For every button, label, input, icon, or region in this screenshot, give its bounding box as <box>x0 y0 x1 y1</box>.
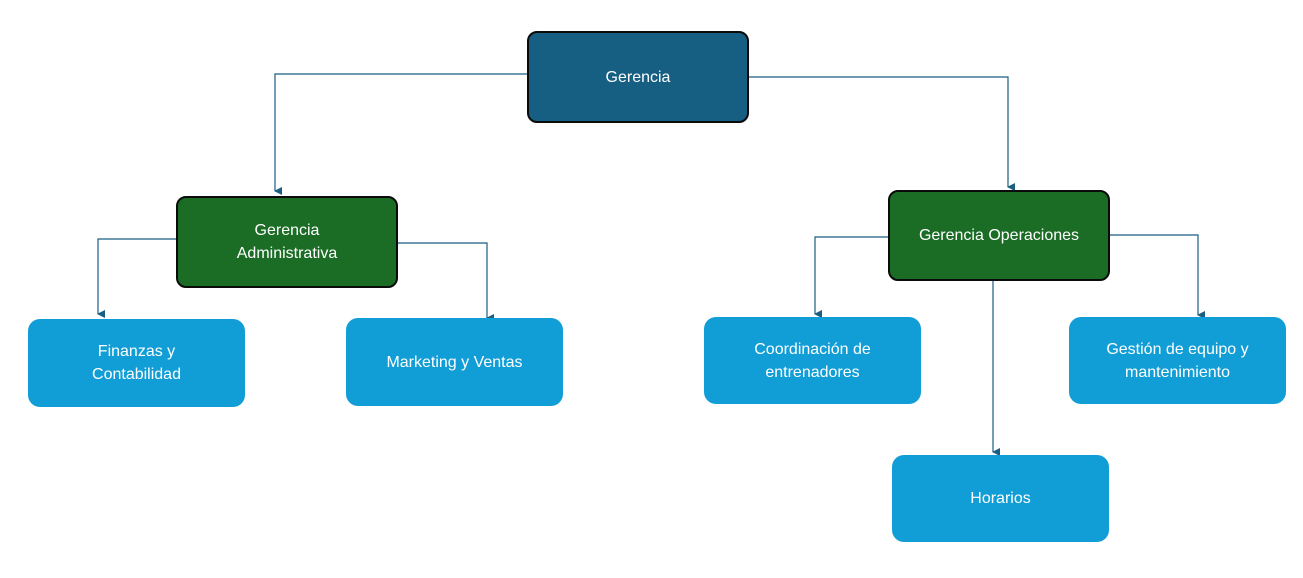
node-gestion-equipo-label: Gestión de equipo y mantenimiento <box>1106 340 1249 381</box>
connector-operations-to-coaches <box>814 236 889 318</box>
node-gerencia-administrativa: Gerencia Administrativa <box>176 196 398 288</box>
node-finanzas-contabilidad-label: Finanzas y Contabilidad <box>92 343 181 383</box>
connector-root-to-operations <box>748 76 1015 191</box>
node-gerencia: Gerencia <box>527 31 749 123</box>
node-coordinacion-entrenadores: Coordinación de entrenadores <box>704 317 921 404</box>
node-gestion-equipo: Gestión de equipo y mantenimiento <box>1069 317 1286 404</box>
node-finanzas-contabilidad: Finanzas y Contabilidad <box>28 319 245 407</box>
node-gerencia-administrativa-label: Gerencia Administrativa <box>236 222 338 262</box>
node-marketing-ventas: Marketing y Ventas <box>346 318 563 406</box>
node-marketing-ventas-label: Marketing y Ventas <box>386 353 523 371</box>
node-gerencia-label: Gerencia <box>605 68 671 86</box>
node-coordinacion-entrenadores-label: Coordinación de entrenadores <box>754 340 871 381</box>
connector-admin-to-finance <box>97 238 177 318</box>
node-gerencia-operaciones-label: Gerencia Operaciones <box>918 227 1080 244</box>
node-horarios-label: Horarios <box>970 490 1031 507</box>
connector-root-to-admin <box>274 73 528 195</box>
node-gerencia-operaciones: Gerencia Operaciones <box>888 190 1110 281</box>
connector-admin-to-marketing <box>397 242 494 322</box>
node-horarios: Horarios <box>892 455 1109 542</box>
connector-operations-to-equipment <box>1108 234 1205 319</box>
